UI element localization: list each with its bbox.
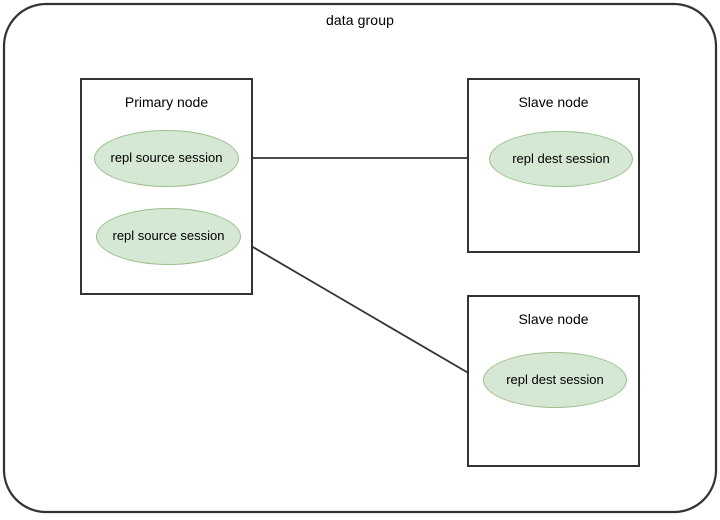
repl-dest-session-1-label: repl dest session <box>512 150 610 166</box>
repl-source-session-2[interactable]: repl source session <box>96 208 241 265</box>
repl-source-session-2-label: repl source session <box>112 228 225 244</box>
repl-dest-session-2[interactable]: repl dest session <box>483 352 627 408</box>
slave-node-2-title: Slave node <box>518 311 589 327</box>
repl-dest-session-2-label: repl dest session <box>506 371 604 387</box>
repl-source-session-1[interactable]: repl source session <box>94 130 239 187</box>
connection-source2-to-dest2 <box>233 235 478 379</box>
primary-node-title: Primary node <box>124 94 209 110</box>
slave-node-1-title: Slave node <box>518 94 589 110</box>
data-group-title: data group <box>326 12 394 28</box>
repl-dest-session-1[interactable]: repl dest session <box>489 131 633 187</box>
repl-source-session-1-label: repl source session <box>110 150 223 166</box>
